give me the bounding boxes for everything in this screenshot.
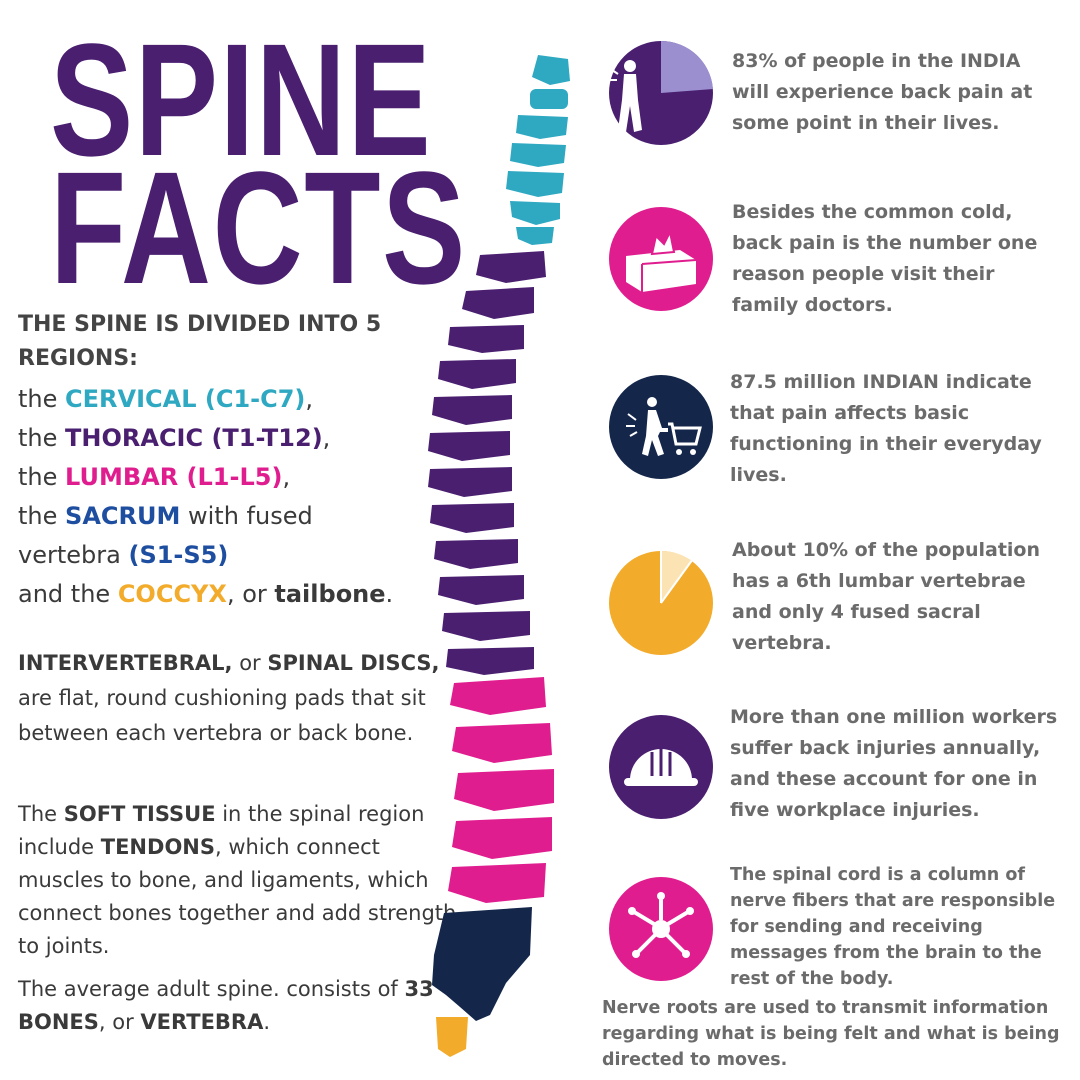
discs-paragraph: INTERVERTEBRAL, or SPINAL DISCS, are fla… [18,651,440,745]
region-thoracic: the THORACIC (T1-T12), [18,424,331,452]
region-lumbar: the LUMBAR (L1-L5), [18,463,291,491]
shopping-cart-person-icon [609,375,713,479]
bones-paragraph: The average adult spine. consists of 33 … [18,977,434,1034]
thoracic-vertebrae [428,251,546,675]
tissue-box-icon [609,207,713,311]
fact-6: The spinal cord is a column of nerve fib… [730,865,1056,989]
fact-5: More than one million workers suffer bac… [730,706,1058,821]
regions-heading: THE SPINE IS DIVIDED INTO 5 REGIONS: [18,312,382,371]
hard-hat-icon [609,715,713,819]
title-line-2: FACTS [50,138,467,317]
lumbar-vertebrae [448,677,554,903]
region-sacrum-range: vertebra (S1-S5) [18,541,229,569]
spine-illustration [428,55,570,1057]
region-coccyx: and the COCCYX, or tailbone. [18,580,394,608]
fact-4: About 10% of the population has a 6th lu… [732,539,1041,654]
region-cervical: the CERVICAL (C1-C7), [18,385,314,413]
fact-1: 83% of people in the INDIA will experien… [732,50,1033,134]
fact-nerve-roots: Nerve roots are used to transmit informa… [602,998,1060,1070]
fact-3: 87.5 million INDIAN indicate that pain a… [730,371,1042,486]
pie-chart-icon [609,550,713,655]
title-line-1: SPINE [50,10,433,189]
coccyx-bone [436,1017,468,1057]
nerve-cell-icon [609,877,713,981]
back-pain-pie-icon [609,40,713,145]
sacrum-bone [432,907,532,1021]
fact-2: Besides the common cold, back pain is th… [732,201,1038,316]
regions-list: the CERVICAL (C1-C7), the THORACIC (T1-T… [18,380,458,614]
region-sacrum: the SACRUM with fused [18,502,313,530]
cervical-vertebrae [506,55,570,245]
soft-tissue-paragraph: The SOFT TISSUE in the spinal region inc… [18,802,457,958]
